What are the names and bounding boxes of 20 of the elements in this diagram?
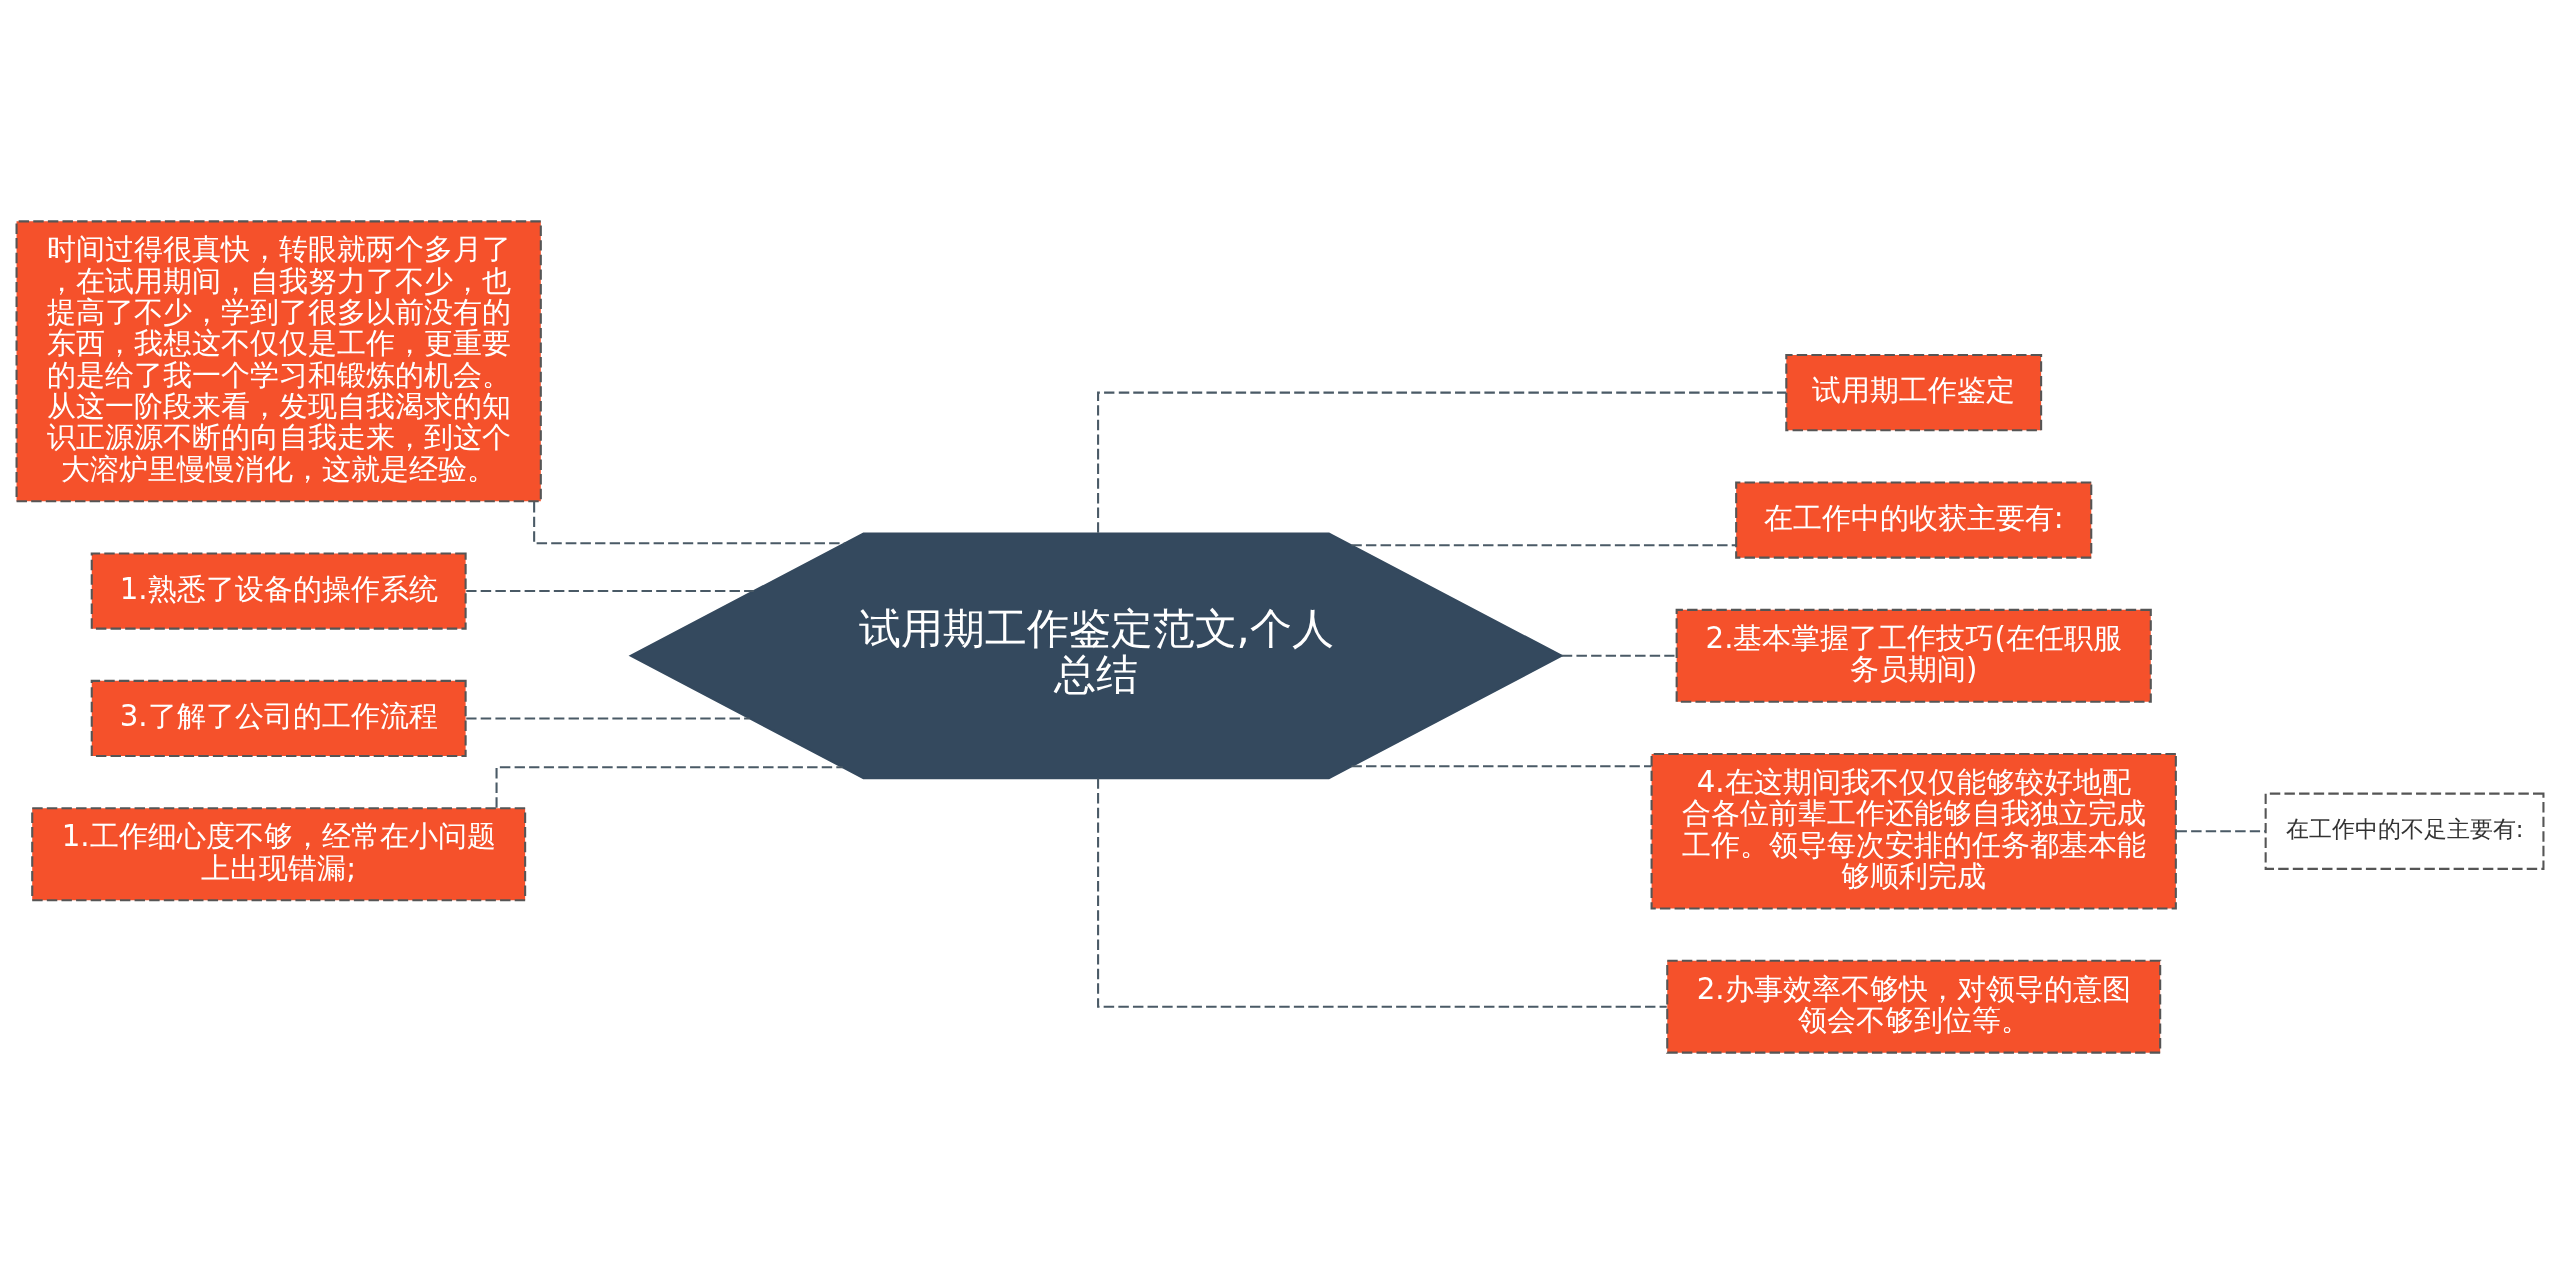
node-box: 在工作中的不足主要有: bbox=[2264, 792, 2545, 870]
node-box: 1.工作细心度不够，经常在小问题上出现错漏; bbox=[31, 806, 527, 901]
connector bbox=[466, 716, 750, 719]
connector bbox=[2176, 829, 2266, 832]
node-box: 时间过得很真快，转眼就两个多月了，在试用期间，自我努力了不少，也提高了不少，学到了很多以前没有的东西，我想这不仅仅是工作，更重要的是给了我一个学习和锻炼的机会。从这一阶段来看，发现自我渴求的知识正源源不断的向自我走来，到这个大溶炉里慢慢消化，这就是经验。 bbox=[15, 219, 542, 502]
node-box: 2.基本掌握了工作技巧(在任职服务员期间) bbox=[1675, 608, 2152, 703]
connector bbox=[495, 765, 843, 808]
connector bbox=[1351, 543, 1736, 546]
connector bbox=[1097, 391, 1787, 533]
node-box: 试用期工作鉴定 bbox=[1785, 353, 2043, 431]
node-box: 在工作中的收获主要有: bbox=[1735, 480, 2093, 559]
node-box: 1.熟悉了设备的操作系统 bbox=[90, 551, 467, 630]
node-box: 4.在这期间我不仅仅能够较好地配合各位前辈工作还能够自我独立完成工作。领导每次安排的任务都基本能够顺利完成 bbox=[1650, 752, 2177, 910]
connector bbox=[1097, 778, 1667, 1008]
connector bbox=[466, 589, 754, 592]
connector bbox=[1561, 654, 1677, 657]
node-box: 2.办事效率不够快，对领导的意图领会不够到位等。 bbox=[1666, 959, 2162, 1054]
connector bbox=[533, 501, 845, 544]
node-box: 3.了解了公司的工作流程 bbox=[90, 679, 467, 757]
connector bbox=[1351, 764, 1652, 767]
